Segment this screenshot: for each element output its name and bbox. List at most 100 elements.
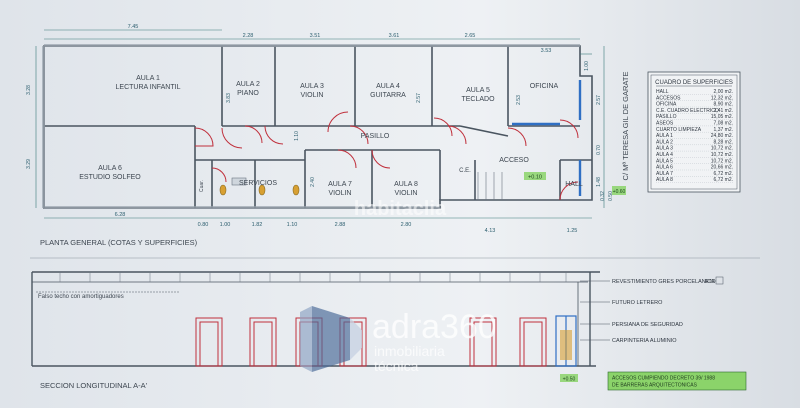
dim-side-13: 0.50 <box>608 191 614 201</box>
surface-row-value: 7,08 m2. <box>714 121 733 127</box>
room-aula8-use: VIOLIN <box>395 190 418 197</box>
room-aula2-label: AULA 2 <box>236 81 260 88</box>
room-aula5-use: TECLADO <box>461 96 495 103</box>
surface-row-value: 10,72 m2. <box>711 146 733 152</box>
dimension-values: 7.45 2.28 3.51 3.61 2.65 3.53 6.28 0.80 … <box>115 24 578 234</box>
room-aula5-label: AULA 5 <box>466 87 490 94</box>
dim-bottom-6: 2.88 <box>335 222 346 228</box>
dim-side-10: 0.70 <box>596 145 602 155</box>
surface-row-value: 20,66 m2. <box>711 165 733 171</box>
level-mark-acceso: +0.10 <box>528 175 542 181</box>
dim-side-7: 2.53 <box>516 95 522 105</box>
dim-side-8: 1.00 <box>584 61 590 71</box>
logo-shape-right <box>350 318 362 360</box>
surface-row-value: 24,80 m2. <box>711 133 733 139</box>
surface-row-name: AULA 3 <box>656 146 673 152</box>
section-title: SECCION LONGITUDINAL A-A' <box>40 381 148 390</box>
dim-top-3: 3.61 <box>389 33 400 39</box>
section-level-mark: +0.50 <box>563 377 576 383</box>
adra360-sub-2: técnica <box>374 358 419 374</box>
dimension-lines <box>35 29 605 219</box>
room-oficina-label: OFICINA <box>530 83 559 90</box>
surface-row-name: OFICINA <box>656 102 677 108</box>
room-aula6-label: AULA 6 <box>98 165 122 172</box>
surface-row-value: 6,72 m2. <box>714 177 733 183</box>
room-aula3-label: AULA 3 <box>300 83 324 90</box>
legend-tag: RTA <box>705 279 715 285</box>
section-ceiling-hangers <box>59 272 567 282</box>
surface-row-name: PASILLO <box>656 114 677 120</box>
dim-side-2: 3.29 <box>26 159 32 169</box>
logo-shape-left <box>312 306 350 372</box>
surface-row-value: 12,32 m2. <box>711 95 733 101</box>
dim-bottom-4: 1.82 <box>252 222 263 228</box>
accessibility-note-line-2: DE BARRERAS ARQUITECTONICAS <box>612 383 698 389</box>
room-cuar-label: Cuar. <box>199 180 205 192</box>
logo-shape-edge <box>300 306 312 372</box>
dim-bottom-5: 1.10 <box>287 222 298 228</box>
surface-row-value: 6,72 m2. <box>714 171 733 177</box>
surface-row-value: 8,90 m2. <box>714 102 733 108</box>
surface-row-name: AULA 5 <box>656 158 673 164</box>
room-aula7-use: VIOLIN <box>329 190 352 197</box>
room-aula1-label: AULA 1 <box>136 75 160 82</box>
room-pasillo-label: PASILLO <box>361 133 390 140</box>
surface-row-value: 8,28 m2. <box>714 139 733 145</box>
dim-bottom-7: 2.80 <box>401 222 412 228</box>
dim-top-2: 3.51 <box>310 33 321 39</box>
surface-row-name: CUARTO LIMPIEZA <box>656 127 702 133</box>
room-aula4-use: GUITARRA <box>370 92 406 99</box>
room-aula2-use: PIANO <box>237 90 259 97</box>
legend-item-1: REVESTIMIENTO GRES PORCELANICO <box>612 279 716 285</box>
surface-row-name: AULA 2 <box>656 139 673 145</box>
surface-row-value: 10,72 m2. <box>711 152 733 158</box>
dim-side-1: 3.28 <box>26 85 32 95</box>
room-labels: AULA 1 LECTURA INFANTIL AULA 2 PIANO AUL… <box>79 75 583 197</box>
surface-row-value: 1,37 m2. <box>714 127 733 133</box>
plan-walls <box>43 45 593 209</box>
surface-row-name: AULA 7 <box>656 171 673 177</box>
room-ce-label: C.E. <box>459 168 471 174</box>
surface-row-name: HALL <box>656 89 669 95</box>
ceiling-note: Falso techo con amortiguadores <box>38 294 124 300</box>
access-ramp <box>477 172 503 200</box>
surface-row-value: 10,72 m2. <box>711 158 733 164</box>
accessibility-note-line-1: ACCESOS CUMPIENDO DECRETO 39/ 1988 <box>612 376 715 382</box>
legend-item-4: CARPINTERIA ALUMINIO <box>612 338 677 344</box>
surface-row-name: ACCESOS <box>656 95 681 101</box>
surface-row-name: ASEOS <box>656 121 674 127</box>
adra360-brand: adra360 <box>372 308 497 346</box>
room-aula3-use: VIOLIN <box>301 92 324 99</box>
dim-side-6: 2.57 <box>416 93 422 103</box>
dim-top-4: 2.65 <box>465 33 476 39</box>
adra360-sub-1: inmobiliaria <box>374 343 445 359</box>
dim-bottom-1: 6.28 <box>115 212 126 218</box>
street-name: C/ Mª TERESA GIL DE GARATE <box>621 72 630 181</box>
plan-thick-walls <box>42 44 580 209</box>
room-aula6-use: ESTUDIO SOLFEO <box>79 174 141 181</box>
surface-row-value: 15,05 m2. <box>711 114 733 120</box>
dim-bottom-3: 1.00 <box>220 222 231 228</box>
plan-title: PLANTA GENERAL (COTAS Y SUPERFICIES) <box>40 238 198 247</box>
room-aula7-label: AULA 7 <box>328 181 352 188</box>
surfaces-title: CUADRO DE SUPERFICIES <box>655 80 733 86</box>
surface-row-name: AULA 4 <box>656 152 673 158</box>
dim-side-11: 1.48 <box>596 177 602 187</box>
room-acceso-label: ACCESO <box>499 157 529 164</box>
dim-side-5: 2.40 <box>310 177 316 187</box>
adra360-logo <box>300 306 362 372</box>
level-marks: +0.10 +0.60 <box>524 172 626 195</box>
dim-bottom-9: 1.25 <box>567 228 578 234</box>
dim-side-3: 3.83 <box>226 93 232 103</box>
section-level-bg <box>560 374 578 382</box>
room-hall-label: HALL <box>565 181 583 188</box>
dim-side-9: 2.57 <box>596 95 602 105</box>
dim-top-total: 7.45 <box>128 24 139 30</box>
level-mark-acceso-bg <box>524 172 546 180</box>
door-swings <box>194 111 579 201</box>
room-aula1-use: LECTURA INFANTIL <box>116 84 181 91</box>
